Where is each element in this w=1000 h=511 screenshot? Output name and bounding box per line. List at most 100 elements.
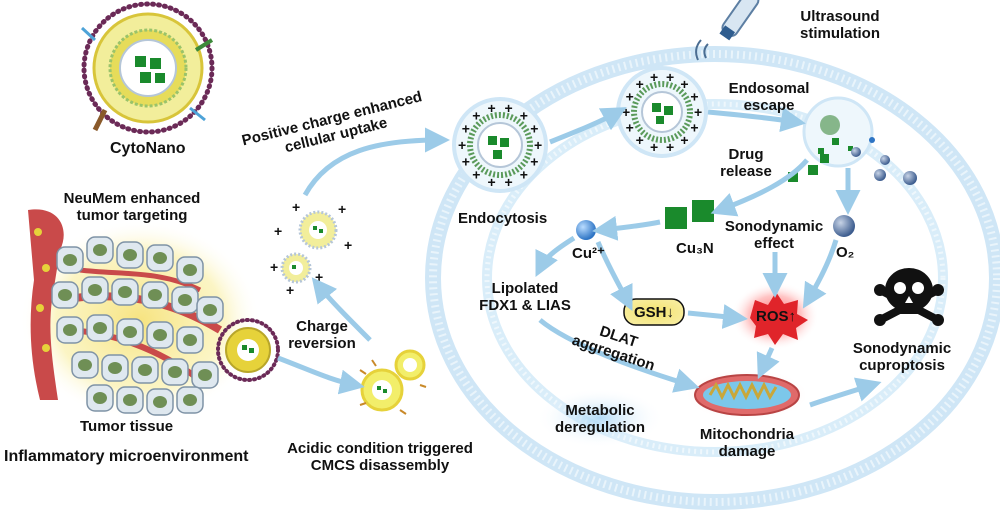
skull-crossbones-icon bbox=[874, 268, 944, 326]
plus-charge-icon: + bbox=[534, 137, 542, 153]
svg-text:+: + bbox=[315, 269, 323, 285]
tumor-cell-nucleus bbox=[203, 304, 217, 316]
plus-charge-icon: + bbox=[505, 174, 513, 190]
label-metabolic-deregulation: Metabolic deregulation bbox=[550, 402, 650, 436]
endosome-particle bbox=[616, 66, 708, 158]
plus-charge-icon: + bbox=[680, 132, 688, 148]
label-mito-line2: damage bbox=[718, 443, 776, 460]
label-cu3n: Cu₃N bbox=[676, 240, 714, 257]
label-gsh: GSH↓ bbox=[633, 304, 674, 321]
cu2-ion-icon bbox=[576, 220, 596, 240]
plus-charge-icon: + bbox=[626, 88, 634, 104]
endocytosis-particle bbox=[452, 97, 548, 193]
vessel-particles bbox=[34, 228, 50, 352]
endocytosis-charges: ++++++++++++++ bbox=[458, 100, 542, 190]
plus-charge-icon: + bbox=[626, 120, 634, 136]
drug-release-burst bbox=[788, 96, 917, 185]
label-mitochondria-damage: Mitochondria damage bbox=[692, 426, 802, 460]
label-acidic-line2: CMCS disassembly bbox=[310, 457, 450, 474]
plus-charge-icon: + bbox=[636, 76, 644, 92]
label-lipolated-line1: Lipolated bbox=[491, 280, 559, 297]
arrow-charge-reversion bbox=[277, 355, 365, 395]
label-drug-release: Drug release bbox=[716, 146, 776, 180]
label-inflammatory-microenvironment: Inflammatory microenvironment bbox=[4, 448, 249, 465]
positive-nanoparticles: + + + + + + + bbox=[270, 199, 352, 298]
svg-text:+: + bbox=[286, 282, 294, 298]
plus-charge-icon: + bbox=[462, 121, 470, 137]
label-sono-cupro-line1: Sonodynamic bbox=[852, 340, 952, 357]
plus-charge-icon: + bbox=[694, 104, 702, 120]
label-drug-line2: release bbox=[720, 163, 772, 180]
label-mito-line1: Mitochondria bbox=[699, 426, 795, 443]
tumor-cell-nucleus bbox=[198, 369, 212, 381]
svg-text:+: + bbox=[270, 259, 278, 275]
label-lipolated: Lipolated FDX1 & LIAS bbox=[470, 280, 580, 314]
tumor-cell-nucleus bbox=[153, 396, 167, 408]
ros-burst-icon bbox=[731, 282, 819, 350]
tumor-cells bbox=[51, 236, 224, 416]
svg-text:+: + bbox=[292, 199, 300, 215]
label-o2: O₂ bbox=[836, 244, 855, 261]
label-acidic-line1: Acidic condition triggered bbox=[287, 440, 473, 457]
label-endosomal-line1: Endosomal bbox=[728, 80, 810, 97]
label-cu2: Cu²⁺ bbox=[572, 245, 605, 262]
label-neumem-line1: NeuMem enhanced bbox=[63, 190, 201, 207]
label-endosomal-line2: escape bbox=[743, 97, 795, 114]
label-tumor-tissue: Tumor tissue bbox=[80, 418, 174, 435]
label-sonodynamic-cuproptosis: Sonodynamic cuproptosis bbox=[842, 340, 962, 374]
tumor-cell-nucleus bbox=[153, 329, 167, 341]
tumor-cell-nucleus bbox=[93, 392, 107, 404]
flow-arrows bbox=[277, 107, 882, 408]
metabolic-glow bbox=[536, 388, 664, 448]
gsh-chip bbox=[623, 298, 685, 326]
tumor-cell-nucleus bbox=[183, 334, 197, 346]
plus-charge-icon: + bbox=[530, 121, 538, 137]
plus-charge-icon: + bbox=[666, 139, 674, 155]
label-ros: ROS↑ bbox=[755, 308, 796, 325]
cu3n-blocks bbox=[665, 200, 714, 229]
label-drug-line1: Drug bbox=[728, 146, 764, 163]
tumor-cell-nucleus bbox=[148, 289, 162, 301]
plus-charge-icon: + bbox=[458, 137, 466, 153]
label-cytonano: CytoNano bbox=[110, 140, 186, 157]
tumor-cell-nucleus bbox=[108, 362, 122, 374]
tumor-cell-nucleus bbox=[93, 322, 107, 334]
tumor-cell-nucleus bbox=[183, 394, 197, 406]
tumor-cell-nucleus bbox=[123, 326, 137, 338]
tumor-cell-nucleus bbox=[88, 284, 102, 296]
tumor-cell-nucleus bbox=[123, 394, 137, 406]
plus-charge-icon: + bbox=[488, 100, 496, 116]
label-sono-effect-line1: Sonodynamic bbox=[724, 218, 824, 235]
label-ultrasound-stimulation: Ultrasound stimulation bbox=[784, 8, 896, 42]
cytonano-at-tumor bbox=[216, 318, 280, 382]
plus-charge-icon: + bbox=[520, 167, 528, 183]
cytonano-particle bbox=[80, 1, 215, 135]
label-ultrasound-line2: stimulation bbox=[799, 25, 880, 42]
plus-charge-icon: + bbox=[650, 139, 658, 155]
plus-charge-icon: + bbox=[472, 107, 480, 123]
tumor-cell-nucleus bbox=[78, 359, 92, 371]
tumor-cell-nucleus bbox=[63, 324, 77, 336]
tumor-cell-nucleus bbox=[138, 364, 152, 376]
label-sono-cupro-line2: cuproptosis bbox=[859, 357, 945, 374]
label-acidic-cmcs: Acidic condition triggered CMCS disassem… bbox=[270, 440, 490, 474]
label-lipolated-line2: FDX1 & LIAS bbox=[479, 297, 571, 314]
label-endocytosis: Endocytosis bbox=[458, 210, 548, 227]
label-neumem-targeting: NeuMem enhanced tumor targeting bbox=[52, 190, 212, 224]
plus-charge-icon: + bbox=[462, 154, 470, 170]
plus-charge-icon: + bbox=[636, 132, 644, 148]
tumor-cell-nucleus bbox=[153, 252, 167, 264]
svg-text:+: + bbox=[344, 237, 352, 253]
plus-charge-icon: + bbox=[650, 69, 658, 85]
plus-charge-icon: + bbox=[690, 120, 698, 136]
label-metabolic-line1: Metabolic bbox=[565, 402, 635, 419]
arrow-drug-release bbox=[710, 158, 809, 217]
label-neumem-line2: tumor targeting bbox=[76, 207, 188, 224]
tumor-cell-nucleus bbox=[58, 289, 72, 301]
plus-charge-icon: + bbox=[505, 100, 513, 116]
plus-charge-icon: + bbox=[472, 167, 480, 183]
svg-text:+: + bbox=[338, 201, 346, 217]
svg-text:+: + bbox=[274, 223, 282, 239]
tumor-cell-nucleus bbox=[123, 249, 137, 261]
